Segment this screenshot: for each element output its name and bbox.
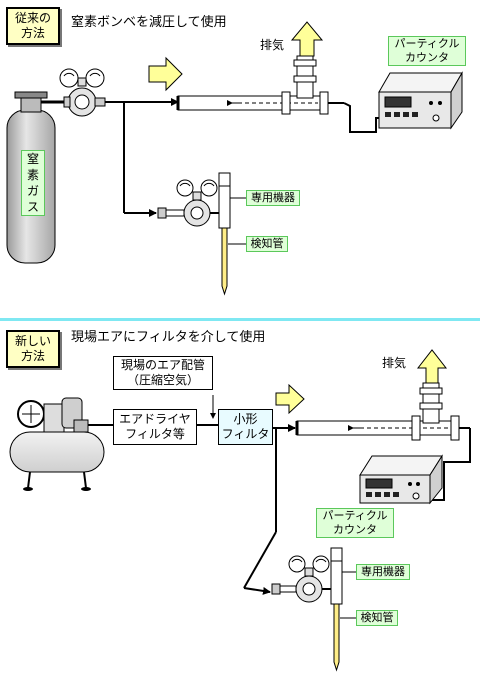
counter-cable-top (343, 102, 380, 133)
site-air-piping-label: 現場のエア配管 （圧縮空気） (113, 356, 213, 390)
air-compressor (9, 397, 113, 491)
exhaust-arrow-top (290, 21, 324, 57)
particle-counter-top (378, 71, 463, 130)
sampling-tube-top (176, 55, 344, 115)
exhaust-label-bottom: 排気 (382, 356, 407, 370)
badge-conventional-method: 従来の 方法 (6, 7, 60, 45)
cylinder-label: 窒 素 ガ ス (21, 150, 45, 216)
air-dryer-filter-box: エアドライヤ フィルタ等 (113, 409, 197, 445)
dedicated-device-label-top: 専用機器 (246, 190, 300, 206)
counter-cable-bottom (428, 428, 471, 501)
bottom-piping (196, 395, 296, 595)
flow-arrow-bottom (275, 383, 305, 415)
detector-tube-label-bottom: 検知管 (356, 610, 398, 626)
exhaust-arrow-bottom (416, 349, 448, 384)
pressure-regulator (59, 68, 106, 117)
caption-new: 現場エアにフィルタを介して使用 (71, 330, 266, 345)
small-filter-box: 小形 フィルタ (218, 409, 273, 445)
particle-counter-label-bottom: パーティクル カウンタ (316, 508, 394, 538)
dedicated-device-bottom (271, 547, 343, 672)
badge-new-method: 新しい 方法 (6, 330, 60, 368)
dedicated-device-top (157, 172, 231, 296)
caption-conventional: 窒素ボンベを減圧して使用 (71, 15, 227, 30)
flow-arrow-top (148, 56, 183, 92)
detector-tube-label-top: 検知管 (246, 236, 288, 252)
sampling-tube-bottom (295, 382, 470, 441)
section-divider (0, 318, 480, 321)
top-piping (105, 98, 179, 217)
particle-counter-bottom (359, 454, 443, 505)
exhaust-label-top: 排気 (260, 38, 285, 52)
dedicated-device-label-bottom: 専用機器 (356, 564, 410, 580)
particle-counter-label-top: パーティクル カウンタ (388, 36, 466, 66)
